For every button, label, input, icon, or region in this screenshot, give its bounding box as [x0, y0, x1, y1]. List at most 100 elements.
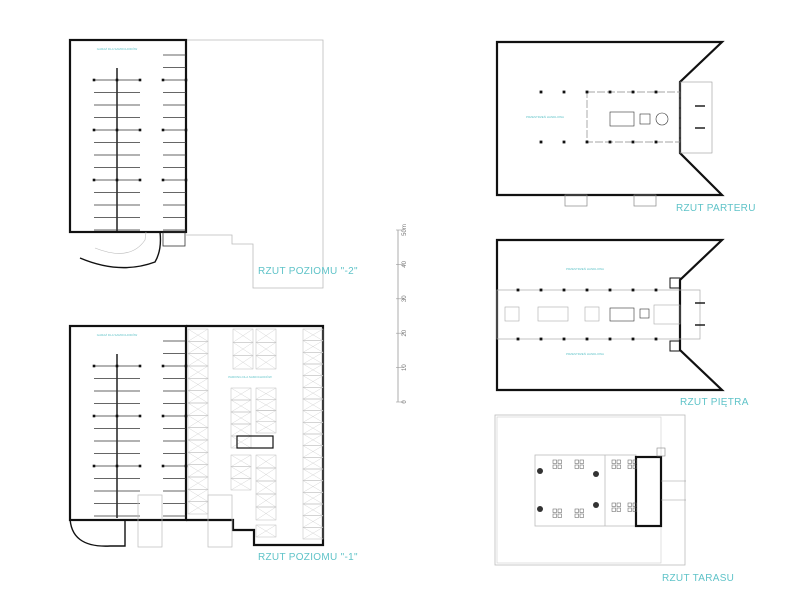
column: [631, 140, 635, 144]
column: [92, 464, 96, 468]
column: [654, 288, 658, 292]
parking-stalls: [92, 340, 188, 517]
cafe-table: [616, 507, 621, 512]
cafe-table: [557, 459, 562, 464]
cafe-table: [574, 459, 579, 464]
staircase: [162, 231, 186, 247]
column: [138, 178, 142, 182]
column: [654, 90, 658, 94]
ramp-inner: [94, 231, 147, 254]
ramp-down: [137, 494, 163, 548]
cafe-table: [579, 459, 584, 464]
entrance: [679, 81, 713, 154]
site-outline: [186, 39, 324, 289]
parking-space-cross: [255, 328, 277, 343]
parking-space-cross: [255, 399, 277, 411]
cafe-table: [632, 502, 637, 507]
column: [516, 337, 520, 341]
column: [115, 464, 119, 468]
column: [654, 140, 658, 144]
column: [585, 90, 589, 94]
cafe-table: [632, 464, 637, 469]
garage-wall: [68, 324, 188, 522]
parking-stalls: [92, 54, 188, 231]
plan-title: RZUT POZIOMU "-2": [258, 266, 358, 277]
parking-space-cross: [187, 415, 209, 428]
ramp-down: [207, 494, 233, 548]
cafe-table: [574, 513, 579, 518]
ramp: [69, 515, 126, 547]
parking-space: [232, 355, 254, 370]
parking-space-cross: [302, 422, 324, 435]
building-outline: [495, 238, 725, 392]
parking-space-cross: [187, 501, 209, 515]
cafe-table: [627, 459, 632, 464]
scale-label: 0: [402, 400, 408, 404]
parking-space-cross: [187, 439, 209, 453]
plan-title: RZUT PIĘTRA: [680, 397, 749, 408]
parking-space: [302, 527, 324, 540]
parking-space-cross: [302, 340, 324, 353]
parking-space-cross: [255, 387, 277, 400]
parking-space-cross: [187, 341, 209, 354]
column: [585, 140, 589, 144]
column: [585, 337, 589, 341]
cafe-table: [611, 464, 616, 469]
ramp: [79, 231, 162, 269]
parking-space-cross: [187, 328, 209, 342]
parking-space-cross: [302, 433, 324, 446]
cafe-table: [616, 464, 621, 469]
column: [539, 288, 543, 292]
parking-space-cross: [302, 363, 324, 376]
column: [115, 178, 119, 182]
parking-space-cross: [187, 353, 209, 367]
parking-space-cross: [255, 493, 277, 508]
parking-space-cross: [230, 423, 252, 437]
parking-space-cross: [230, 454, 252, 467]
cafe-table: [574, 508, 579, 513]
column: [608, 288, 612, 292]
column: [608, 140, 612, 144]
parking-space: [255, 421, 277, 434]
column: [184, 364, 188, 368]
parking-space-cross: [187, 427, 209, 441]
parking-space-cross: [255, 454, 277, 469]
parking-space-cross: [232, 342, 254, 356]
atrium: [586, 91, 681, 143]
column: [138, 364, 142, 368]
parking-space-cross: [302, 387, 324, 400]
cafe-table: [611, 507, 616, 512]
parking-space-cross: [302, 445, 324, 458]
cafe-table: [579, 508, 584, 513]
parking-space-cross: [187, 365, 209, 379]
cafe-table: [616, 459, 621, 464]
column: [138, 464, 142, 468]
cafe-table: [616, 502, 621, 507]
column: [184, 78, 188, 82]
parking-label: PARKING DLA SAMOCHODÓW: [228, 374, 272, 379]
parking-space: [255, 355, 277, 370]
cafe-table: [552, 508, 557, 513]
column: [654, 337, 658, 341]
escalator: [609, 307, 635, 322]
plan-terrace: RZUT TARASU: [494, 414, 734, 584]
cafe-table: [557, 464, 562, 469]
plan-ground-floor: PRZESTRZEŃ HANDLOWA RZUT PARTERU: [495, 40, 755, 214]
parking-space-cross: [302, 375, 324, 388]
cafe-table: [552, 513, 557, 518]
parking-space-cross: [230, 411, 252, 425]
column: [161, 364, 165, 368]
column: [161, 464, 165, 468]
scale-label: 30: [402, 295, 408, 302]
plan-level-minus2: GARAŻ DLA SAMOCHODÓW RZUT POZIOMU "-2": [68, 38, 358, 289]
parking-space-cross: [255, 355, 277, 370]
column: [539, 140, 543, 144]
parking-space-cross: [255, 506, 277, 521]
garage-label: GARAŻ DLA SAMOCHODÓW: [97, 46, 138, 51]
column: [562, 90, 566, 94]
parking-space-cross: [302, 468, 324, 481]
plan-title: RZUT POZIOMU "-1": [258, 552, 358, 563]
